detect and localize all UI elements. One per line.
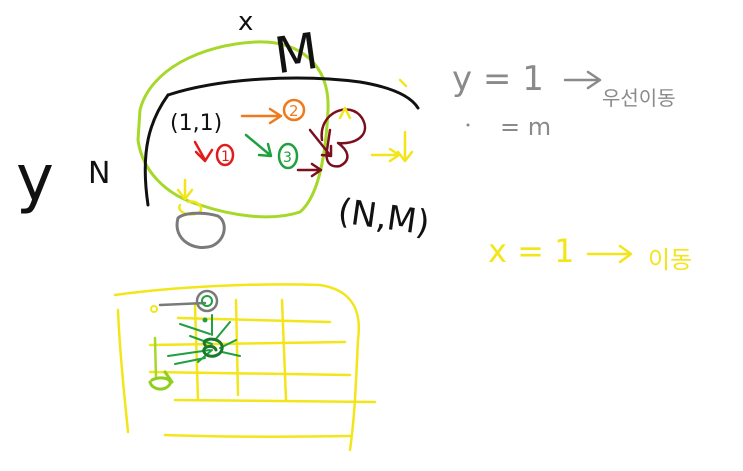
label-n-left: N bbox=[88, 156, 110, 191]
lime-grid-stroke bbox=[153, 336, 158, 380]
yellow-grid-left bbox=[116, 308, 130, 434]
yellow-grid-bottom bbox=[163, 433, 352, 438]
green-grid-circle-small bbox=[201, 295, 213, 307]
maroon-arrow-right bbox=[296, 162, 323, 178]
note-x-arrow bbox=[586, 244, 633, 264]
red-step-circle bbox=[215, 143, 235, 167]
note-y: y = 1 bbox=[452, 59, 544, 99]
red-step-number: 1 bbox=[221, 149, 230, 165]
green-step-number: 3 bbox=[283, 150, 292, 166]
label-m-top: M bbox=[271, 22, 322, 85]
orange-arrow bbox=[240, 107, 283, 125]
green-outline-blob bbox=[136, 40, 330, 219]
note-y-arrow bbox=[563, 70, 602, 90]
label-start-cell: (1,1) bbox=[170, 111, 222, 136]
gray-blob bbox=[175, 211, 226, 249]
green-grid-strokes bbox=[167, 314, 241, 365]
note-dot bbox=[466, 123, 470, 127]
gray-grid-circle bbox=[195, 289, 219, 313]
green-grid-dot bbox=[202, 317, 208, 323]
label-x-top: x bbox=[238, 7, 253, 37]
yellow-arrow-down bbox=[396, 130, 414, 163]
orange-step-circle bbox=[282, 98, 306, 122]
note-x: x = 1 bbox=[488, 232, 574, 270]
note-y-result: 우선이동 bbox=[602, 86, 676, 110]
yellow-grid-row-1 bbox=[176, 316, 332, 324]
maroon-loop bbox=[320, 108, 367, 168]
yellow-arrow-right bbox=[370, 147, 401, 163]
yellow-grid-row-2 bbox=[148, 340, 347, 347]
lime-grid-mark bbox=[148, 370, 174, 391]
note-x-result: 이동 bbox=[648, 246, 692, 274]
yellow-grid-row-4 bbox=[173, 398, 377, 404]
yellow-grid-start-dot bbox=[150, 305, 158, 313]
label-y-left: y bbox=[16, 142, 54, 216]
red-arrow bbox=[193, 140, 214, 163]
orange-step-number: 2 bbox=[289, 102, 299, 120]
grid-arc-top bbox=[166, 76, 420, 110]
yellow-grid-row-3 bbox=[148, 370, 352, 377]
green-step-circle bbox=[277, 142, 299, 170]
label-end-cell: (N,M) bbox=[335, 191, 432, 243]
yellow-grid-outline bbox=[113, 283, 361, 452]
note-m: = m bbox=[500, 113, 551, 141]
yellow-arrow-up-small bbox=[338, 106, 352, 120]
yellow-grid-col-3 bbox=[280, 298, 288, 402]
grid-arc-left bbox=[143, 93, 170, 207]
yellow-arrow-bottom bbox=[176, 178, 194, 201]
yellow-grid-col-2 bbox=[234, 298, 240, 397]
maroon-arrow-diag bbox=[308, 128, 333, 158]
green-grid-knot bbox=[202, 337, 224, 358]
green-arrow bbox=[244, 133, 273, 158]
yellow-arrow-top bbox=[398, 78, 408, 88]
